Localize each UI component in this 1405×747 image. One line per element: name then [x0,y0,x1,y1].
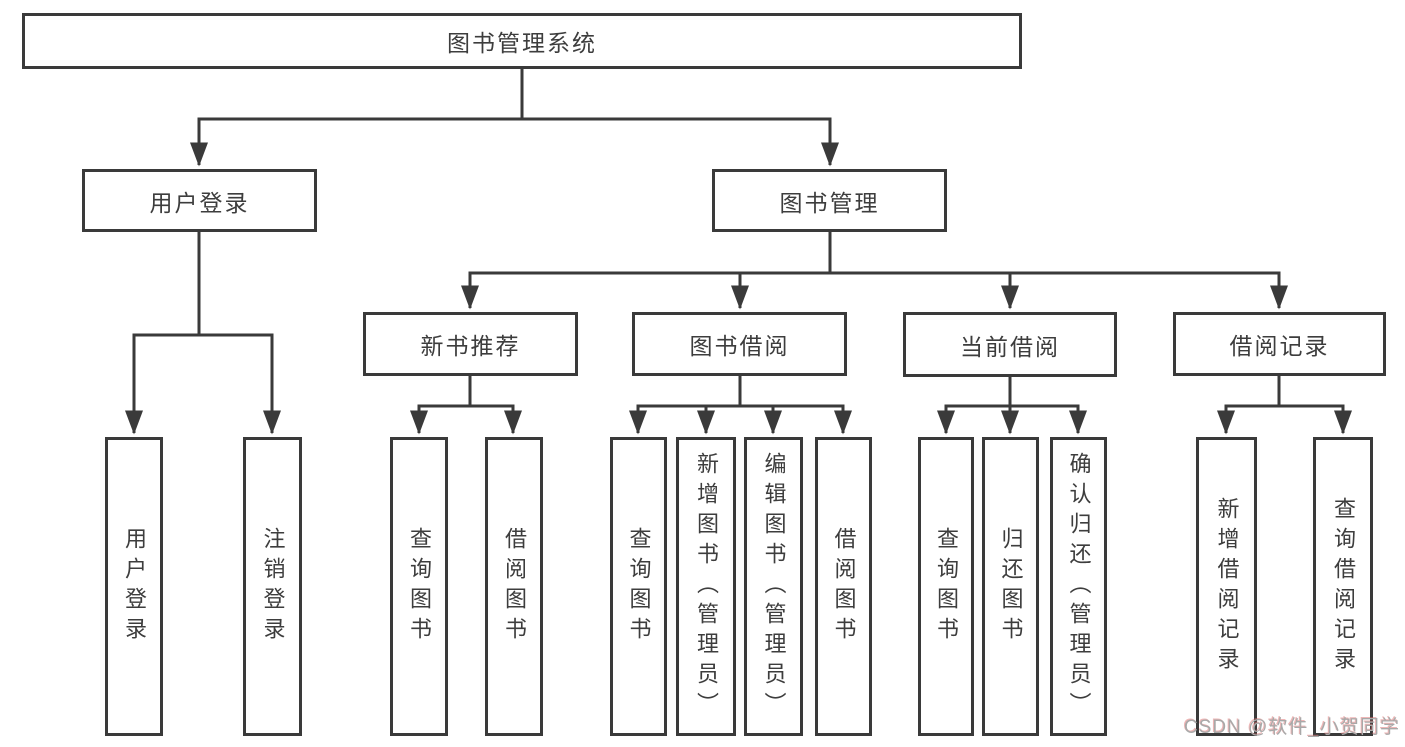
leaf-add-borrow-record: 新增借阅记录 [1196,437,1257,736]
node-root-label: 图书管理系统 [447,30,597,56]
leaf-add-book-admin-label: 新增图书（管理员） [694,451,719,722]
leaf-user-login: 用户登录 [105,437,163,736]
leaf-add-book-admin: 新增图书（管理员） [676,437,736,736]
csdn-watermark: CSDN @软件_小贺同学 [1184,717,1400,738]
node-book-management-label: 图书管理 [779,189,880,216]
leaf-confirm-return-admin: 确认归还（管理员） [1050,437,1107,736]
leaf-query-books-recommend-label: 查询图书 [407,526,432,647]
node-new-book-recommend: 新书推荐 [363,312,578,376]
node-current-borrowing-label: 当前借阅 [960,333,1060,360]
leaf-query-books-recommend: 查询图书 [390,437,448,736]
leaf-borrow-books-borrowing-label: 借阅图书 [831,526,857,647]
leaf-logout-label: 注销登录 [260,526,286,647]
node-book-management: 图书管理 [712,169,947,232]
leaf-query-borrow-record: 查询借阅记录 [1313,437,1373,736]
node-user-login: 用户登录 [82,169,317,232]
leaf-borrow-books-borrowing: 借阅图书 [815,437,872,736]
leaf-query-borrow-record-label: 查询借阅记录 [1331,496,1356,677]
leaf-query-books-borrowing-label: 查询图书 [626,526,652,647]
node-book-borrowing: 图书借阅 [632,312,847,376]
leaf-add-borrow-record-label: 新增借阅记录 [1214,496,1240,677]
leaf-return-book: 归还图书 [982,437,1039,736]
leaf-query-books-current: 查询图书 [918,437,974,736]
leaf-edit-book-admin-label: 编辑图书（管理员） [761,451,787,722]
leaf-confirm-return-admin-label: 确认归还（管理员） [1066,451,1092,722]
leaf-borrow-books-recommend: 借阅图书 [485,437,543,736]
node-root: 图书管理系统 [22,13,1022,69]
node-user-login-label: 用户登录 [149,189,250,216]
node-book-borrowing-label: 图书借阅 [689,333,790,359]
leaf-query-books-current-label: 查询图书 [934,526,959,647]
leaf-edit-book-admin: 编辑图书（管理员） [744,437,803,736]
leaf-user-login-label: 用户登录 [122,526,147,647]
leaf-return-book-label: 归还图书 [998,526,1024,647]
leaf-borrow-books-recommend-label: 借阅图书 [502,526,527,647]
node-borrowing-records-label: 借阅记录 [1229,333,1330,359]
node-borrowing-records: 借阅记录 [1173,312,1386,376]
node-current-borrowing: 当前借阅 [903,312,1117,377]
leaf-query-books-borrowing: 查询图书 [610,437,667,736]
node-new-book-recommend-label: 新书推荐 [420,333,521,359]
leaf-logout: 注销登录 [243,437,302,736]
